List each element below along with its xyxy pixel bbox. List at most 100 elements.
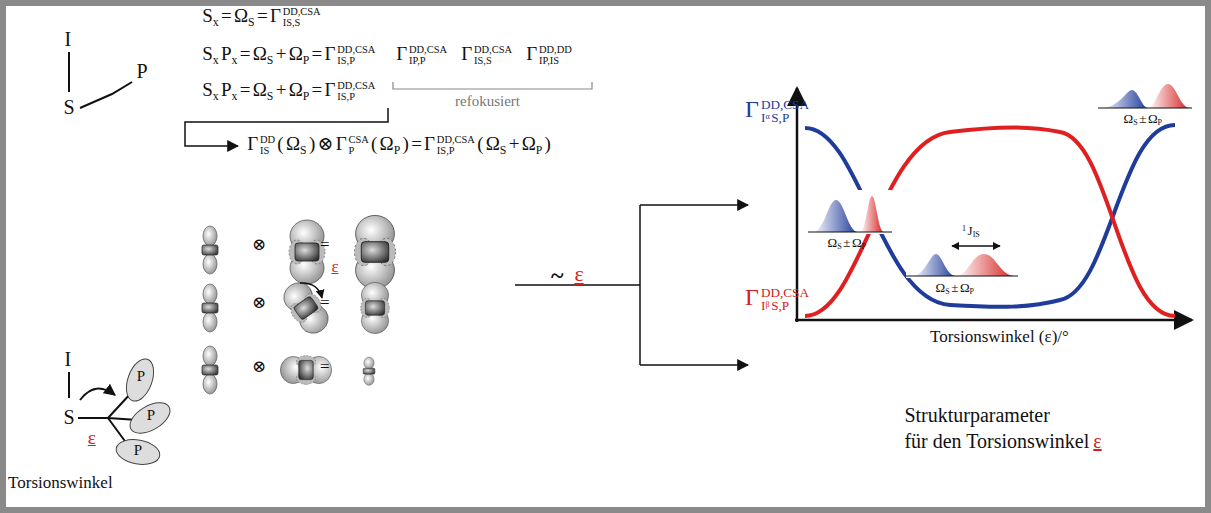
- formula-text: IS,S: [474, 55, 492, 66]
- formula-text: S,P: [771, 110, 789, 125]
- formula-text: S: [248, 16, 255, 29]
- formula-text: x: [213, 90, 219, 103]
- formula-text: P: [221, 79, 232, 100]
- formula-text: =: [312, 79, 323, 100]
- formula-text: S: [267, 54, 274, 67]
- text-group: Sx=ΩS=ΓDD,CSAIS,S: [200, 6, 321, 29]
- formula-text: ): [403, 133, 409, 154]
- formula-text: S: [1133, 118, 1137, 127]
- formula-text: DD,CSA: [409, 44, 447, 55]
- formula-text: S: [202, 5, 213, 26]
- text-group: refokusiert: [455, 93, 520, 110]
- text-group: ~: [548, 262, 563, 288]
- formula-text: S: [267, 90, 274, 103]
- text-group: ⊗: [250, 358, 266, 377]
- formula-text: Ω: [486, 133, 500, 154]
- formula-text: =: [221, 5, 232, 26]
- text-group: 1JIS: [962, 224, 980, 240]
- formula-text: +: [509, 133, 520, 154]
- formula-text: I: [761, 110, 765, 125]
- index-stack: DDIS: [259, 135, 275, 157]
- text-group: ΓDDIS(ΩS)⊗ΓCSAP(ΩP)=ΓDD,CSAIS,P(ΩS+ΩP): [245, 134, 551, 157]
- formula-text: =: [411, 133, 422, 154]
- formula-text: Ω: [286, 133, 300, 154]
- formula-text: S: [202, 43, 213, 64]
- text-group: SxPx=ΩS+ΩP=ΓDD,CSAIS,P: [200, 44, 375, 67]
- formula-text: IS,P: [437, 145, 455, 156]
- formula-text: +: [276, 79, 287, 100]
- text-group: ΓDD,CSAIS,S: [459, 44, 512, 67]
- text-group: P: [145, 407, 155, 424]
- formula-text: Ω: [253, 79, 267, 100]
- formula-text: Strukturparameter: [904, 404, 1050, 426]
- formula-text: x: [232, 54, 238, 67]
- formula-text: IS: [973, 230, 980, 239]
- formula-text: ⊗: [252, 235, 266, 254]
- formula-text: Ω: [1148, 111, 1158, 126]
- text-group: ε: [570, 262, 584, 286]
- formula-text: =: [240, 43, 251, 64]
- formula-text: =: [240, 79, 251, 100]
- formula-text: CSA: [348, 134, 368, 145]
- formula-text: ε: [574, 261, 583, 286]
- formula-text: P: [303, 54, 310, 67]
- formula-text: DD,CSA: [761, 285, 809, 300]
- formula-text: DD,CSA: [337, 44, 375, 55]
- formula-text: J: [968, 223, 973, 238]
- formula-text: IS,P: [337, 55, 355, 66]
- text-group: =: [318, 294, 330, 313]
- text-group: I: [62, 348, 71, 370]
- formula-text: Γ: [461, 43, 472, 64]
- formula-text: P: [136, 60, 147, 82]
- text-group: P: [132, 442, 142, 459]
- formula-text: β: [765, 300, 769, 309]
- formula-text: +: [276, 43, 287, 64]
- formula-text: Ω: [289, 79, 303, 100]
- formula-text: =: [312, 43, 323, 64]
- formula-text: DD,CSA: [337, 80, 375, 91]
- formula-text: P: [394, 144, 401, 157]
- formula-text: IP,P: [409, 55, 426, 66]
- text-group: SxPx=ΩS+ΩP=ΓDD,CSAIS,P: [200, 80, 375, 103]
- formula-text: S,P: [771, 298, 789, 313]
- index-stack: DD,CSAIβS,P: [759, 286, 809, 314]
- formula-text: Γ: [336, 133, 347, 154]
- formula-text: P: [134, 442, 142, 458]
- formula-text: =: [257, 5, 268, 26]
- formula-text: P: [221, 43, 232, 64]
- formula-text: Torsionswinkel: [8, 473, 113, 492]
- formula-text: P: [137, 368, 145, 384]
- formula-text: ε: [88, 427, 96, 448]
- text-group: =: [318, 236, 330, 255]
- text-group: ⊗: [250, 294, 266, 313]
- formula-text: ⊗: [317, 133, 333, 154]
- text-group: P: [134, 60, 148, 82]
- formula-text: DD,CSA: [474, 44, 512, 55]
- text-group: ε: [84, 428, 96, 449]
- formula-text: Ω: [852, 235, 862, 250]
- formula-text: DD,CSA: [761, 97, 809, 112]
- formula-text: P: [1158, 118, 1162, 127]
- formula-text: ~: [551, 262, 563, 288]
- formula-text: Ω: [522, 133, 536, 154]
- formula-text: DD: [260, 134, 275, 145]
- text-group: ΓDD,CSAIαS,P: [742, 96, 809, 125]
- formula-text: P: [970, 287, 974, 296]
- formula-text: Ω: [380, 133, 394, 154]
- formula-text: Γ: [396, 43, 407, 64]
- formula-text: Γ: [745, 96, 759, 122]
- text-group: I: [62, 28, 71, 50]
- formula-text: S: [300, 144, 307, 157]
- formula-text: ε: [331, 257, 338, 276]
- formula-text: Ω: [253, 43, 267, 64]
- text-group: ΩS±ΩP: [1122, 112, 1162, 128]
- index-stack: DD,CSAIS,P: [336, 45, 375, 67]
- formula-text: Ω: [289, 43, 303, 64]
- formula-text: S: [202, 79, 213, 100]
- text-group: ⊗: [250, 236, 266, 255]
- formula-text: ±: [843, 235, 850, 250]
- formula-text: I: [761, 298, 765, 313]
- formula-text: S: [945, 287, 949, 296]
- formula-text: α: [765, 112, 769, 121]
- formula-text: S: [63, 406, 74, 428]
